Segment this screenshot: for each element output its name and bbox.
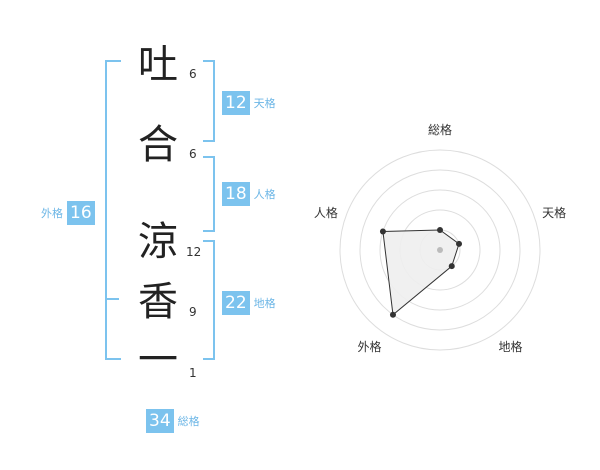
radar-point [448, 263, 455, 270]
radar-grid [339, 149, 541, 351]
stroke-count-4: 9 [189, 305, 197, 319]
chikaku-badge: 22 地格 [222, 291, 276, 315]
gaikaku-bracket-join-upper [105, 298, 119, 300]
name-char-2: 合 [138, 122, 178, 168]
radar-point [379, 228, 386, 235]
radar-center-dot [437, 247, 443, 253]
radar-grid-ring [339, 149, 541, 351]
chikaku-label: 地格 [253, 297, 276, 310]
chikaku-value: 22 [222, 291, 250, 315]
stroke-count-2: 6 [189, 147, 197, 161]
axis-label-tenkaku: 天格 [542, 205, 566, 220]
jinkaku-bracket [203, 156, 215, 232]
gaikaku-label: 外格 [41, 207, 63, 220]
axis-label-soukaku: 総格 [428, 122, 452, 137]
radar-grid-ring [359, 169, 521, 331]
stroke-count-3: 12 [186, 245, 202, 259]
name-char-3: 涼 [138, 219, 178, 265]
gaikaku-bracket [105, 60, 121, 360]
chikaku-bracket [203, 240, 215, 360]
axis-label-gaikaku: 外格 [357, 339, 381, 354]
gaikaku-value: 16 [67, 201, 95, 225]
jinkaku-value: 18 [222, 182, 250, 206]
radar-point [437, 227, 443, 233]
axis-label-jinkaku: 人格 [314, 205, 338, 220]
radar-polygon [382, 229, 460, 316]
radar-chart: 総格 天格 地格 外格 人格 [314, 122, 566, 354]
gaikaku-badge: 外格 16 [41, 201, 95, 225]
stroke-count-1: 6 [189, 67, 197, 81]
name-char-5: 一 [138, 337, 178, 383]
radar-point [389, 311, 396, 318]
radar-grid-ring [379, 189, 501, 311]
tenkaku-label: 天格 [253, 97, 276, 110]
radar-point [456, 240, 463, 247]
name-char-4: 香 [138, 279, 178, 325]
soukaku-value: 34 [146, 409, 174, 433]
soukaku-badge: 34 総格 [146, 409, 200, 433]
tenkaku-bracket [203, 60, 215, 142]
jinkaku-label: 人格 [253, 188, 276, 201]
name-char-1: 吐 [138, 42, 178, 88]
jinkaku-badge: 18 人格 [222, 182, 276, 206]
radar-points [379, 227, 463, 318]
soukaku-label: 総格 [177, 415, 200, 428]
stroke-count-5: 1 [189, 366, 197, 380]
tenkaku-badge: 12 天格 [222, 91, 276, 115]
axis-label-chikaku: 地格 [499, 339, 523, 354]
tenkaku-value: 12 [222, 91, 250, 115]
